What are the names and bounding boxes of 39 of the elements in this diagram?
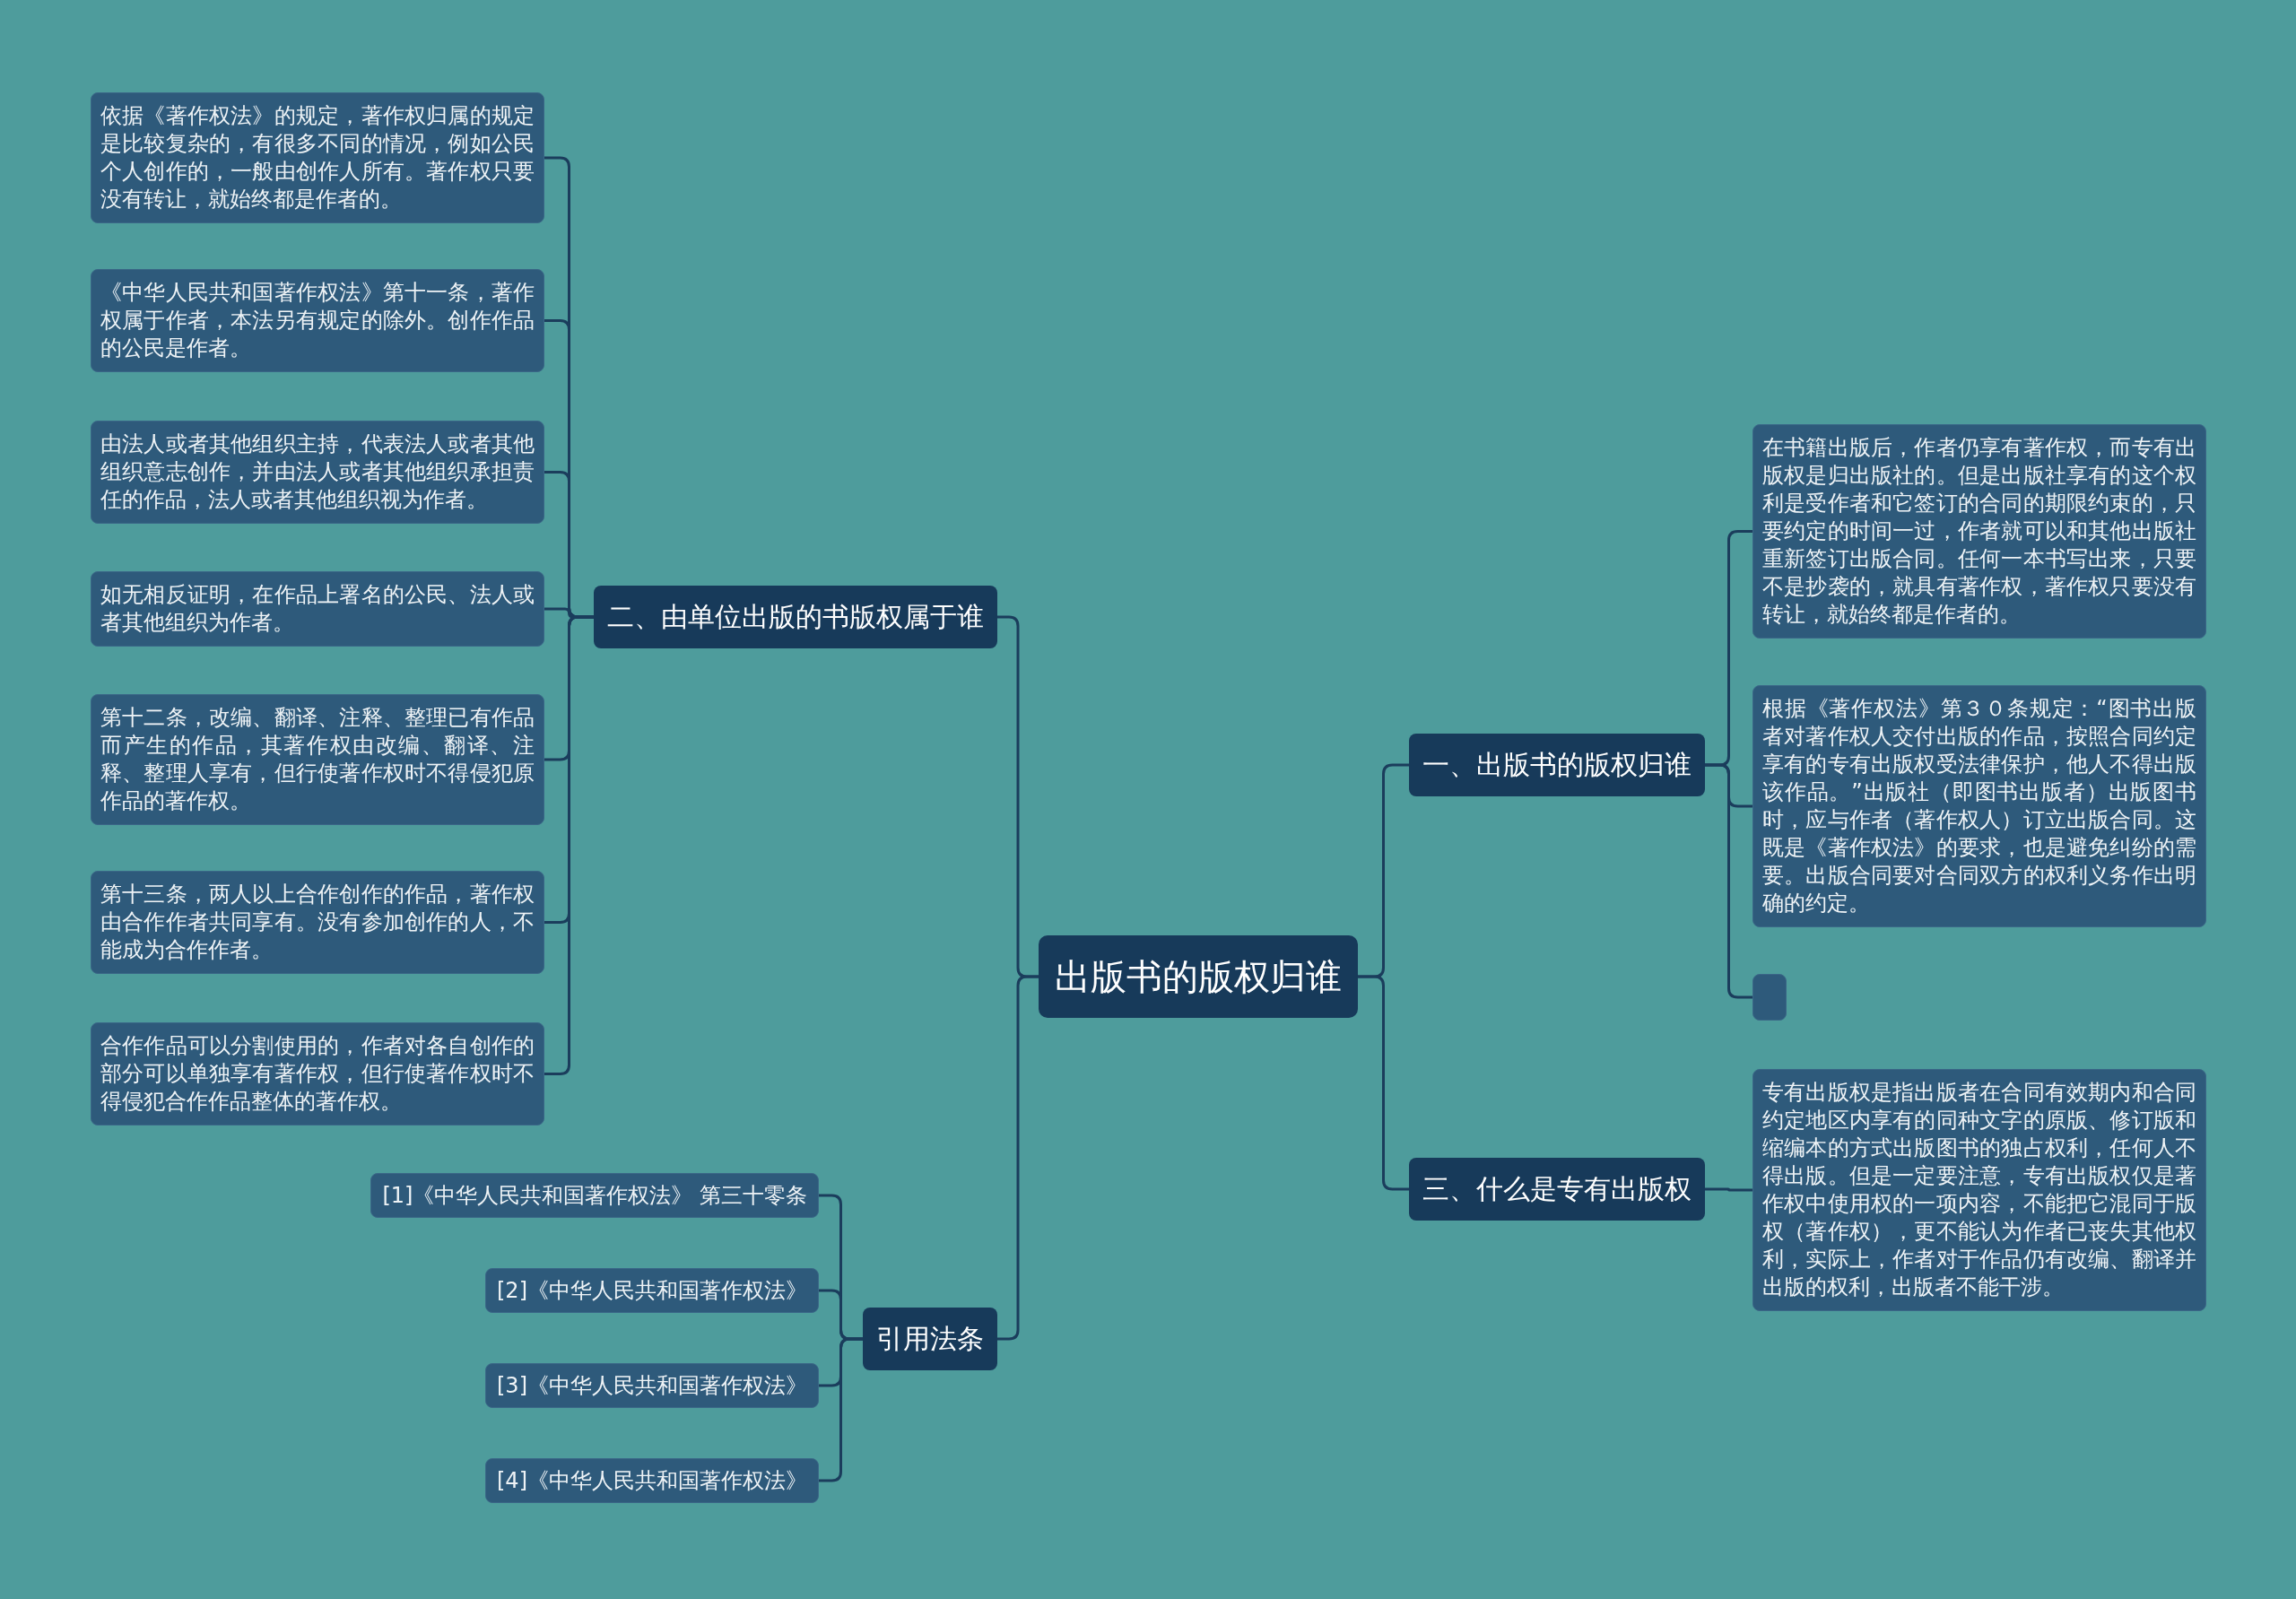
- reference-card: [485, 1268, 819, 1313]
- reference-card: [485, 1458, 819, 1503]
- branch-topic-box: [863, 1308, 997, 1370]
- reference-text: [4]《中华人民共和国著作权法》: [497, 1467, 807, 1494]
- reference-card: [370, 1173, 819, 1218]
- note-text: 如无相反证明，在作品上署名的公民、法人或者其他组织为作者。: [100, 581, 535, 637]
- note-text: 第十三条，两人以上合作创作的作品，著作权由合作作者共同享有。没有参加创作的人，不能成为合作作者。: [100, 881, 535, 964]
- branch-topic-text: 三、什么是专有出版权: [1422, 1172, 1692, 1206]
- reference-text: [1]《中华人民共和国著作权法》 第三十零条: [382, 1182, 807, 1209]
- note-card: [91, 571, 544, 647]
- note-card: [91, 92, 544, 223]
- central-topic-box: [1039, 935, 1358, 1018]
- connector-line: [819, 1337, 863, 1482]
- note-text: 合作作品可以分割使用的，作者对各自创作的部分可以单独享有著作权，但行使著作权时不得侵犯合作作品整体的著作权。: [100, 1032, 535, 1116]
- branch-topic-box: [1409, 1158, 1705, 1221]
- central-topic-text: 出版书的版权归谁: [1055, 955, 1342, 999]
- reference-text: [3]《中华人民共和国著作权法》: [497, 1372, 807, 1399]
- empty-topic-box: [1752, 974, 1787, 1021]
- branch-topic-text: 引用法条: [876, 1322, 984, 1356]
- connector-line: [1705, 1187, 1752, 1192]
- note-text: 依据《著作权法》的规定，著作权归属的规定是比较复杂的，有很多不同的情况，例如公民个人创作的，一般由创作人所有。著作权只要没有转让，就始终都是作者的。: [100, 102, 535, 213]
- note-text: 根据《著作权法》第３０条规定：“图书出版者对著作权人交付出版的作品，按照合同约定享有的专有出版权受法律保护，他人不得出版该作品。”出版社（即图书出版者）出版图书时，应与作者（著作权人）订立出版合同。这既是《著作权法》的要求，也是避免纠纷的需要。出版合同要对合同双方的权利义务作出明确的约定。: [1762, 695, 2196, 917]
- branch-topic-box: [1409, 734, 1705, 796]
- note-text: 第十二条，改编、翻译、注释、整理已有作品而产生的作品，其著作权由改编、翻译、注释、整理人享有，但行使著作权时不得侵犯原作品的著作权。: [100, 704, 535, 815]
- connector-line: [997, 975, 1039, 1341]
- note-card: [91, 871, 544, 974]
- reference-text: [2]《中华人民共和国著作权法》: [497, 1277, 807, 1304]
- note-card: [91, 269, 544, 372]
- branch-topic-text: 二、由单位出版的书版权属于谁: [607, 600, 984, 634]
- branch-topic-text: 一、出版书的版权归谁: [1422, 748, 1692, 782]
- note-card: [91, 1022, 544, 1125]
- note-text: 《中华人民共和国著作权法》第十一条，著作权属于作者，本法另有规定的除外。创作作品的公民是作者。: [100, 279, 535, 362]
- reference-card: [485, 1363, 819, 1408]
- branch-topic-box: [594, 586, 997, 648]
- note-text: 专有出版权是指出版者在合同有效期内和合同约定地区内享有的同种文字的原版、修订版和缩编本的方式出版图书的独占权利，任何人不得出版。但是一定要注意，专有出版权仅是著作权中使用权的一项内容，不能把它混同于版权（著作权），更不能认为作者已丧失其他权利，实际上，作者对于作品仍有改编、翻译并出版的权利，出版者不能干涉。: [1762, 1079, 2196, 1301]
- note-text: 在书籍出版后，作者仍享有著作权，而专有出版权是归出版社的。但是出版社享有的这个权利是受作者和它签订的合同的期限约束的，只要约定的时间一过，作者就可以和其他出版社重新签订出版合同。任何一本书写出来，只要不是抄袭的，就具有著作权，著作权只要没有转让，就始终都是作者的。: [1762, 434, 2196, 629]
- note-card: [91, 694, 544, 825]
- note-card: [91, 421, 544, 524]
- note-text: 由法人或者其他组织主持，代表法人或者其他组织意志创作，并由法人或者其他组织承担责任的作品，法人或者其他组织视为作者。: [100, 430, 535, 514]
